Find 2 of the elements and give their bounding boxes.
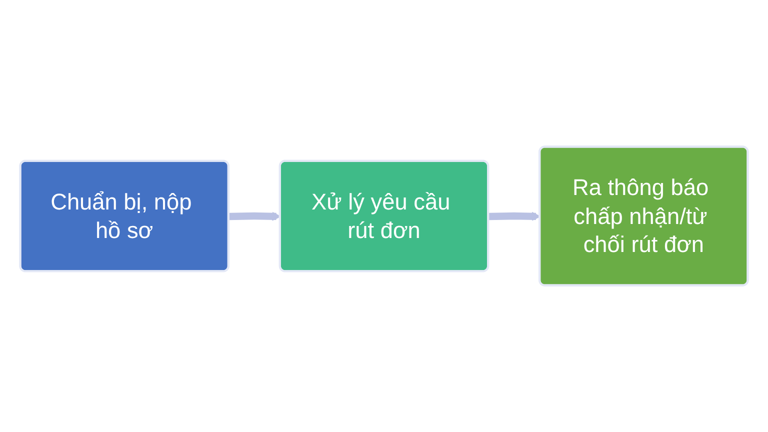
arrow [488,212,541,221]
arrow [228,212,281,221]
